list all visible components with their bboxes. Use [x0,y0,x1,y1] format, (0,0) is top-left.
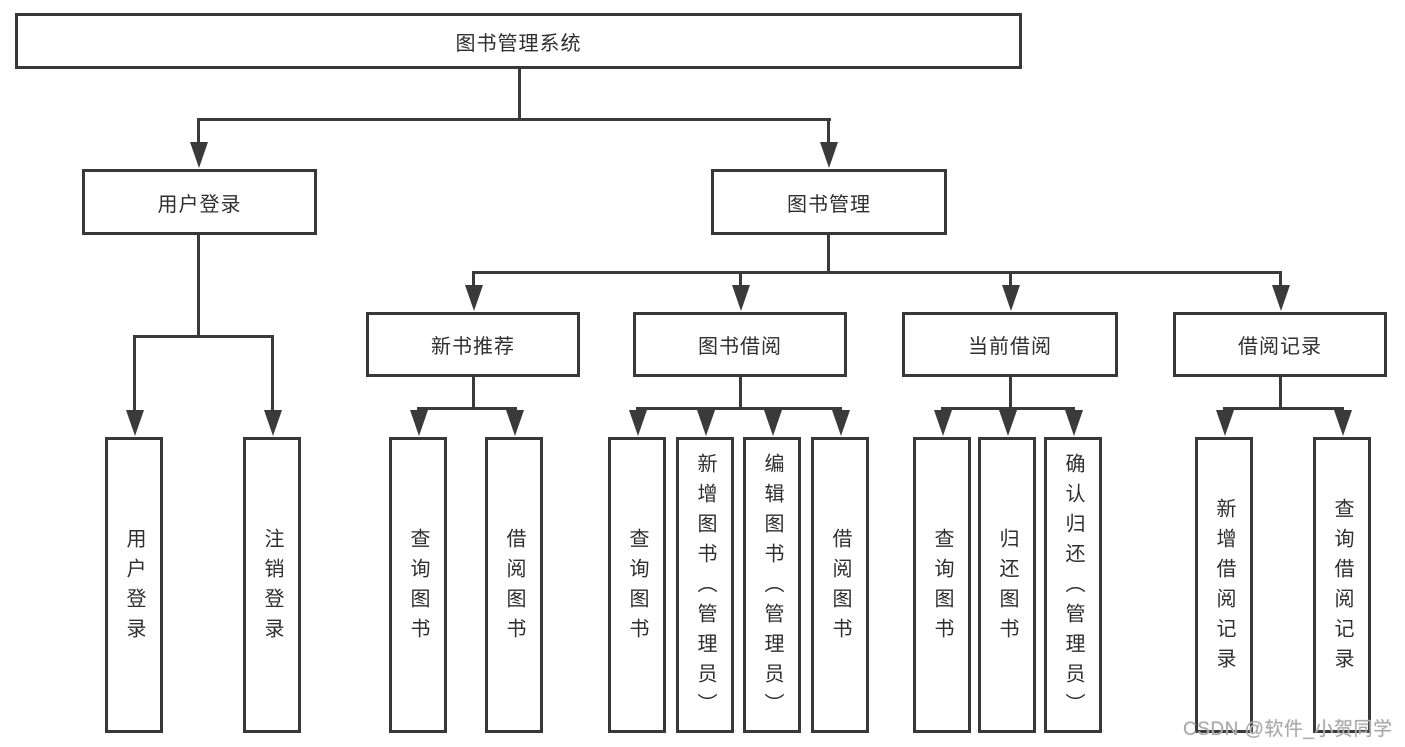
connector-line [518,69,521,121]
connector-line [1279,274,1282,288]
leaf-recommend-query-books: 查询图书 [389,437,447,733]
node-book-borrow: 图书借阅 [633,312,847,377]
connector-line [636,407,842,410]
connector-line [271,338,274,414]
leaf-current-query-books: 查询图书 [913,437,971,733]
leaf-add-borrow-record: 新增借阅记录 [1195,437,1253,733]
connector-line [941,407,1075,410]
arrow-down-icon [1334,410,1352,436]
arrow-down-icon [465,285,483,311]
connector-line [197,118,831,121]
connector-line [1009,375,1012,410]
connector-line [827,235,830,274]
arrow-down-icon [1216,410,1234,436]
leaf-query-borrow-record: 查询借阅记录 [1313,437,1371,733]
csdn-watermark: CSDN @软件_小贺同学 [1183,719,1393,740]
arrow-down-icon [506,410,524,436]
connector-line [739,274,742,288]
leaf-add-books-admin: 新增图书（管理员） [676,437,734,733]
node-new-book-recommend: 新书推荐 [366,312,580,377]
node-current-borrow: 当前借阅 [902,312,1118,377]
leaf-logout: 注销登录 [243,437,301,733]
arrow-down-icon [126,410,144,436]
leaf-recommend-borrow-books: 借阅图书 [485,437,543,733]
leaf-edit-books-admin: 编辑图书（管理员） [743,437,801,733]
connector-line [197,235,200,338]
connector-line [472,375,475,410]
connector-line [1279,375,1282,410]
connector-line [739,375,742,410]
connector-line [472,271,1282,274]
arrow-down-icon [832,410,850,436]
node-user-login: 用户登录 [82,169,317,235]
connector-line [133,335,274,338]
leaf-borrow-books: 借阅图书 [811,437,869,733]
node-borrow-records: 借阅记录 [1173,312,1387,377]
arrow-down-icon [1002,285,1020,311]
leaf-confirm-return-admin: 确认归还（管理员） [1044,437,1102,733]
node-root: 图书管理系统 [15,13,1022,69]
arrow-down-icon [999,410,1017,436]
connector-line [133,338,136,414]
leaf-user-login: 用户登录 [105,437,163,733]
arrow-down-icon [264,410,282,436]
leaf-return-books: 归还图书 [978,437,1036,733]
arrow-down-icon [629,410,647,436]
connector-line [1009,274,1012,288]
arrow-down-icon [410,410,428,436]
arrow-down-icon [1065,410,1083,436]
arrow-down-icon [1272,285,1290,311]
connector-line [417,407,517,410]
arrow-down-icon [190,142,208,168]
leaf-borrow-query-books: 查询图书 [608,437,666,733]
connector-line [472,274,475,288]
arrow-down-icon [732,285,750,311]
arrow-down-icon [764,410,782,436]
arrow-down-icon [820,142,838,168]
connector-line [827,121,830,145]
arrow-down-icon [697,410,715,436]
connector-line [197,121,200,145]
node-book-management: 图书管理 [711,169,947,235]
connector-line [1223,407,1344,410]
arrow-down-icon [934,410,952,436]
